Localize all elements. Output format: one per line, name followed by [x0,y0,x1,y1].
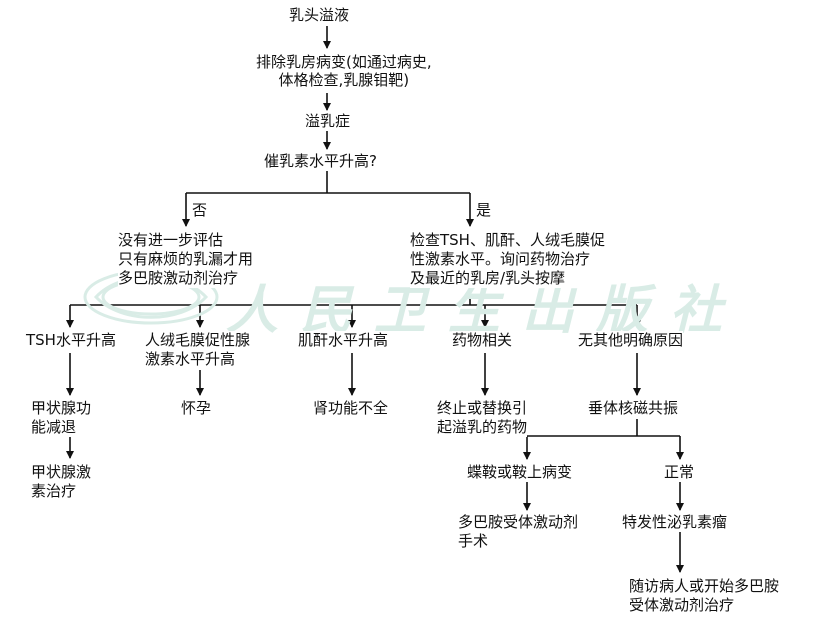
node-pituitary-mri: 垂体核磁共振 [588,399,679,418]
node-pituitary-mri-text: 垂体核磁共振 [588,399,679,417]
node-thyroid-therapy-line2: 素治疗 [31,482,77,500]
node-drug-related: 药物相关 [452,331,513,350]
node-sellar-lesion: 蝶鞍或鞍上病变 [467,463,573,482]
node-no-eval-line1: 没有进一步评估 [118,231,224,249]
node-follow-up-line2: 受体激动剂治疗 [629,596,735,614]
node-galactorrhea: 溢乳症 [305,112,351,131]
label-yes: 是 [476,201,492,220]
node-dopamine-agonist-surgery: 多巴胺受体激动剂 手术 [458,513,579,551]
label-yes-text: 是 [476,201,492,219]
node-idiopathic-text: 特发性泌乳素瘤 [622,513,728,531]
node-idiopathic-prolactinoma: 特发性泌乳素瘤 [622,513,728,532]
node-creatinine-elevated: 肌酐水平升高 [298,331,389,350]
node-follow-up-line1: 随访病人或开始多巴胺 [629,577,780,595]
node-dopamine-surgery-line2: 手术 [458,532,489,550]
node-pregnancy: 怀孕 [181,399,212,418]
node-normal: 正常 [664,463,695,482]
node-follow-up-or-treat: 随访病人或开始多巴胺 受体激动剂治疗 [629,577,780,615]
node-galactorrhea-text: 溢乳症 [305,112,351,130]
node-hcg-line2: 激素水平升高 [145,350,236,368]
node-check-line1: 检查TSH、肌酐、人绒毛膜促 [410,231,605,249]
node-exclude-breast-disease: 排除乳房病变(如通过病史, 体格检查,乳腺钼靶) [256,53,432,89]
node-no-other-cause-text: 无其他明确原因 [578,331,684,349]
node-creatinine-text: 肌酐水平升高 [298,331,389,349]
node-thyroid-hormone-therapy: 甲状腺激 素治疗 [31,463,92,501]
node-no-other-cause: 无其他明确原因 [578,331,684,350]
node-no-further-evaluation: 没有进一步评估 只有麻烦的乳漏才用 多巴胺激动剂治疗 [118,231,254,288]
node-check-tsh-creatinine-hcg: 检查TSH、肌酐、人绒毛膜促 性激素水平。询问药物治疗 及最近的乳房/乳头按摩 [410,231,605,288]
node-stop-drug-line1: 终止或替换引 [437,399,528,417]
node-hypothyroidism-line2: 能减退 [31,418,77,436]
node-hcg-elevated: 人绒毛膜促性腺 激素水平升高 [145,331,251,369]
label-no-text: 否 [192,201,208,219]
node-thyroid-therapy-line1: 甲状腺激 [31,463,92,481]
node-nipple-discharge: 乳头溢液 [289,6,350,25]
node-hcg-line1: 人绒毛膜促性腺 [145,331,251,349]
node-check-line2: 性激素水平。询问药物治疗 [410,250,591,268]
node-no-eval-line2: 只有麻烦的乳漏才用 [118,250,254,268]
node-prolactin-elevated-question: 催乳素水平升高? [264,152,377,171]
node-exclude-line2: 体格检查,乳腺钼靶) [278,71,410,89]
node-prolactin-question-text: 催乳素水平升高? [264,152,377,170]
node-renal-text: 肾功能不全 [313,399,389,417]
node-hypothyroidism-line1: 甲状腺功 [31,399,92,417]
node-exclude-line1: 排除乳房病变(如通过病史, [256,53,432,71]
node-dopamine-surgery-line1: 多巴胺受体激动剂 [458,513,579,531]
node-hypothyroidism: 甲状腺功 能减退 [31,399,92,437]
label-no: 否 [192,201,208,220]
node-renal-insufficiency: 肾功能不全 [313,399,389,418]
node-nipple-discharge-text: 乳头溢液 [289,6,350,24]
node-stop-drug-line2: 起溢乳的药物 [437,418,528,436]
node-check-line3: 及最近的乳房/乳头按摩 [410,269,566,287]
node-no-eval-line3: 多巴胺激动剂治疗 [118,269,239,287]
node-sellar-lesion-text: 蝶鞍或鞍上病变 [467,463,573,481]
node-tsh-elevated: TSH水平升高 [26,331,116,350]
node-normal-text: 正常 [664,463,695,481]
node-drug-related-text: 药物相关 [452,331,513,349]
node-pregnancy-text: 怀孕 [181,399,212,417]
node-tsh-elevated-text: TSH水平升高 [26,331,116,349]
node-stop-or-replace-drug: 终止或替换引 起溢乳的药物 [437,399,528,437]
